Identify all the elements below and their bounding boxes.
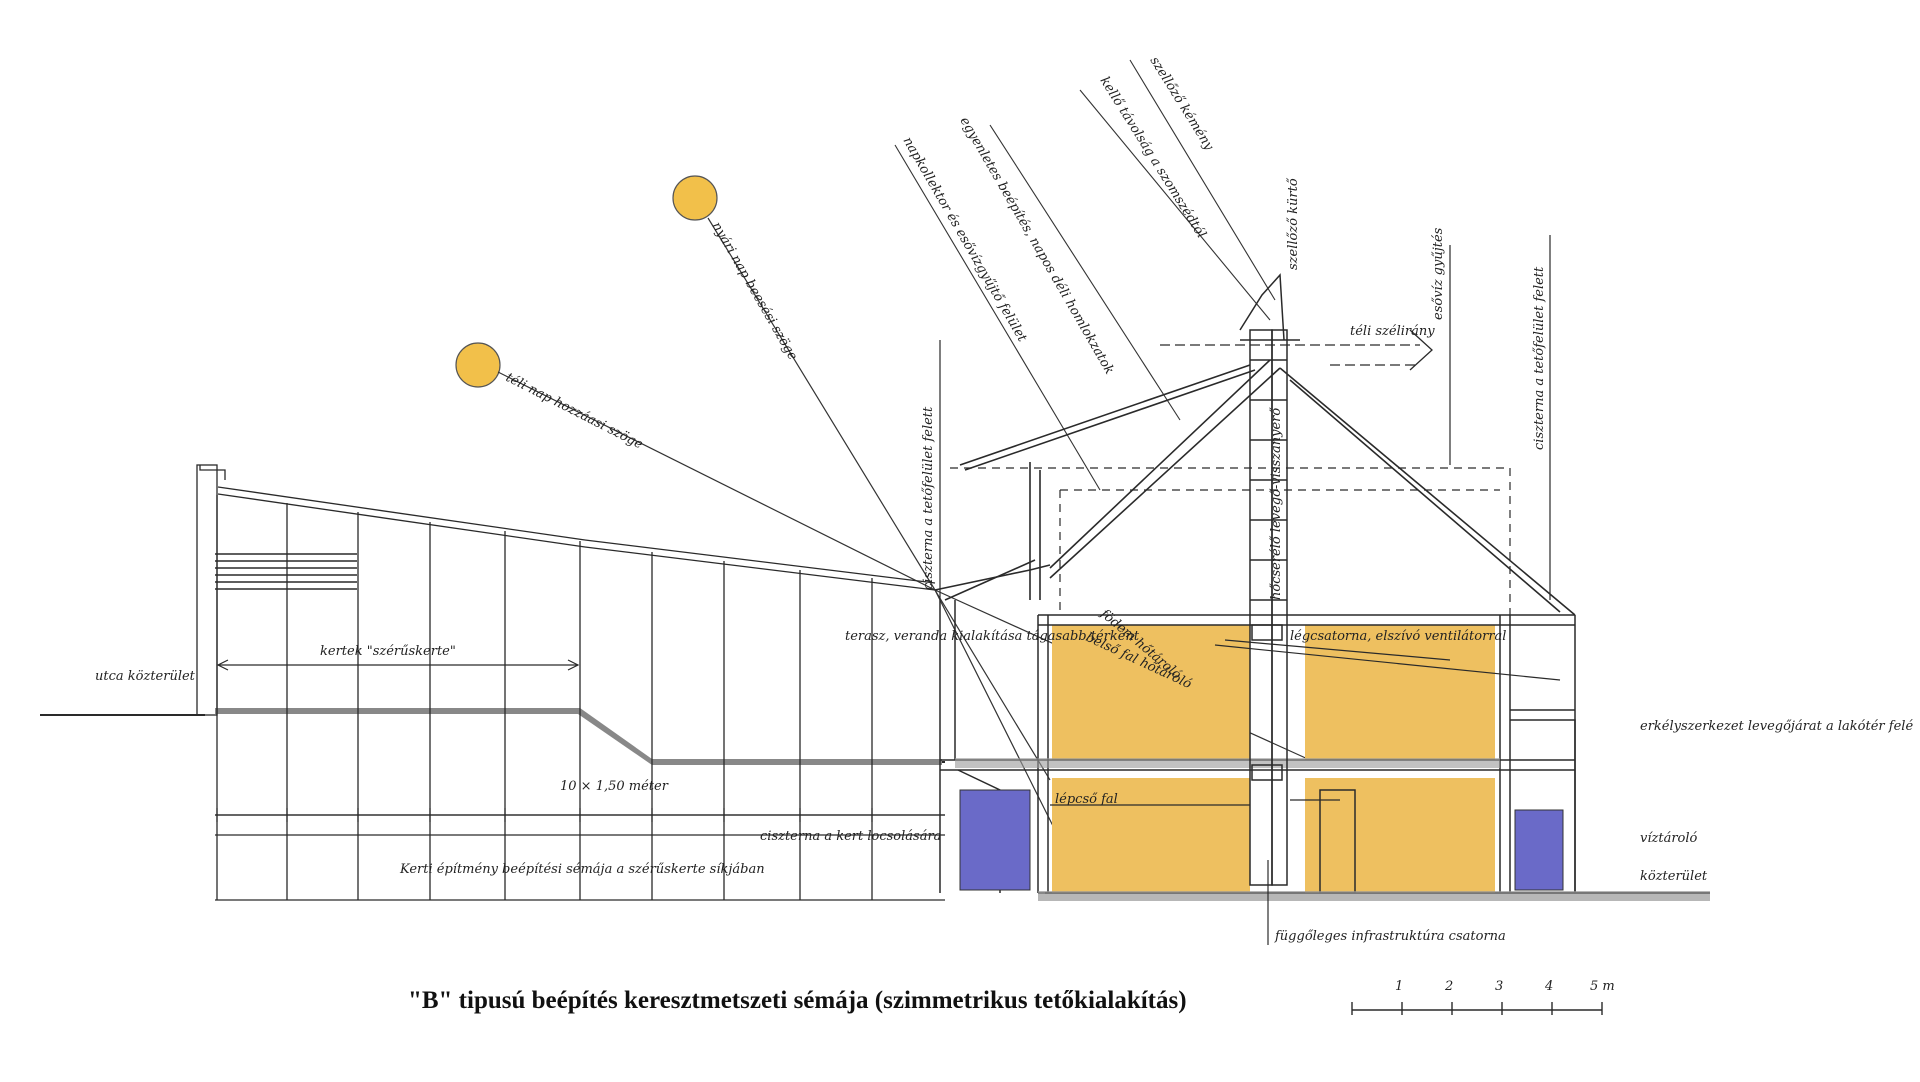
terrain-strip-2: [652, 759, 942, 765]
label-downpipe-right: ciszterna a tetőfelület felett: [1532, 266, 1547, 450]
louver-vent: [215, 553, 357, 590]
scale-bar: [1351, 1002, 1603, 1015]
sun-high-icon: [672, 175, 718, 221]
label-bottom-pipe: függőleges infrastruktúra csatorna: [1274, 929, 1506, 944]
ground-slab: [1038, 891, 1710, 901]
scale-labels: 1 2 3 4 5 m: [1395, 979, 1615, 994]
scale-tick-2: 2: [1444, 979, 1453, 994]
attic-outline: [950, 467, 1511, 615]
heat-mass-ground-right: [1305, 778, 1495, 893]
cistern-left: [959, 789, 1031, 891]
dimension-arrow: [216, 659, 580, 671]
scale-tick-5: 5 m: [1590, 979, 1615, 994]
diagram-title: "B" tipusú beépítés keresztmetszeti sémá…: [408, 987, 1187, 1014]
dimension-ticks: [215, 808, 945, 822]
roof: [934, 359, 1576, 616]
label-right-3: közterület: [1640, 869, 1708, 884]
chimney: [1239, 273, 1300, 886]
label-roof-note-1: napkollektor és esővízgyűjtő felület: [900, 135, 1030, 346]
wind-arrow-icon: [1160, 329, 1433, 371]
label-chimney: szellőző kürtő: [1286, 177, 1301, 270]
label-sun-high: nyári nap beesési szöge: [709, 220, 801, 364]
terrain-slope: [578, 708, 652, 765]
label-heat-recovery: hőcserélő levegő-visszanyerő: [1269, 407, 1284, 600]
label-roof-note-2: egyenletes beépítés, napos déli homlokza…: [957, 115, 1117, 378]
label-roof-note-3: kellő távolság a szomszédtól: [1097, 74, 1209, 241]
label-cistern-top: ciszterna a tetőfelület felett: [921, 406, 936, 590]
label-cistern-garden: ciszterna a kert locsolására: [760, 829, 941, 844]
label-courtyard: kertek "szérűskerte": [320, 644, 456, 659]
cistern-right: [1514, 809, 1564, 891]
label-right-2: víztároló: [1640, 831, 1698, 846]
floor-slab: [955, 758, 1500, 768]
label-courtyard-section: Kerti építmény beépítési sémája a szérűs…: [399, 862, 765, 877]
scale-tick-4: 4: [1544, 979, 1553, 994]
label-dimension: 10 × 1,50 méter: [560, 779, 669, 794]
terrain-strip: [215, 708, 580, 714]
heat-mass-upper-right: [1305, 625, 1495, 760]
label-sun-low: téli nap hozzáasi szöge: [503, 370, 645, 452]
label-terrace: terasz, veranda kialakítása tágasabb tér…: [845, 629, 1140, 644]
label-gutter-right: esővíz gyűjtés: [1431, 227, 1446, 320]
scale-tick-3: 3: [1495, 979, 1503, 994]
heat-mass-ground-left: [1052, 778, 1250, 893]
label-right-1: erkélyszerkezet levegőjárat a lakótér fe…: [1640, 719, 1913, 734]
heat-flow-arrows: [1050, 639, 1561, 806]
vertical-guides: [939, 235, 1551, 945]
heat-mass-upper-left: [1052, 625, 1250, 760]
label-stair: lépcső fal: [1055, 792, 1118, 807]
annotation-guides: [894, 59, 1276, 491]
label-street: utca közterület: [95, 669, 196, 684]
label-vent: légcsatorna, elszívó ventilátorral: [1290, 629, 1506, 644]
scale-tick-1: 1: [1395, 979, 1403, 994]
sun-low-icon: [455, 342, 501, 388]
label-wind: téli szélirány: [1350, 324, 1435, 339]
